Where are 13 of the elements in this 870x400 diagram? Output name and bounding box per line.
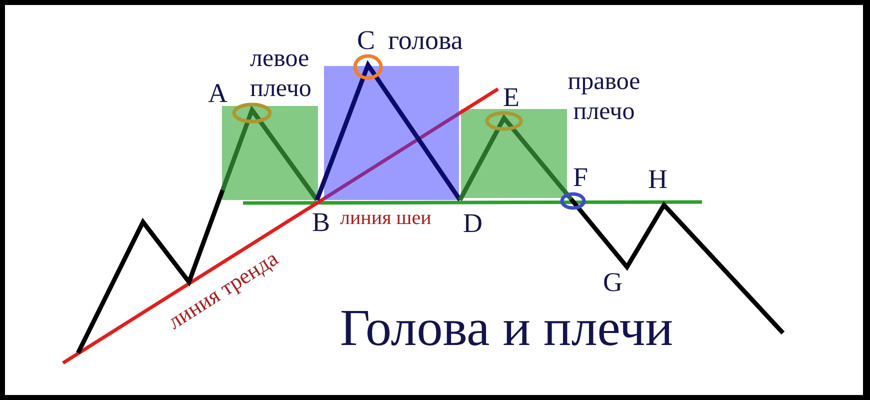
point-label: D xyxy=(463,210,482,238)
pattern-part-label: правое плечо xyxy=(566,66,642,127)
point-label: G xyxy=(603,269,622,296)
line-label: линия шеи xyxy=(340,208,432,228)
point-label: B xyxy=(312,209,330,236)
point-label: E xyxy=(503,84,520,112)
point-label: A xyxy=(208,80,228,108)
pattern-part-label: голова xyxy=(388,27,463,54)
point-label: F xyxy=(573,164,588,192)
point-label: C xyxy=(357,27,376,54)
point-label: H xyxy=(648,166,668,194)
chart-title: Голова и плечи xyxy=(340,303,674,356)
pattern-part-label: левое плечо xyxy=(250,44,312,104)
